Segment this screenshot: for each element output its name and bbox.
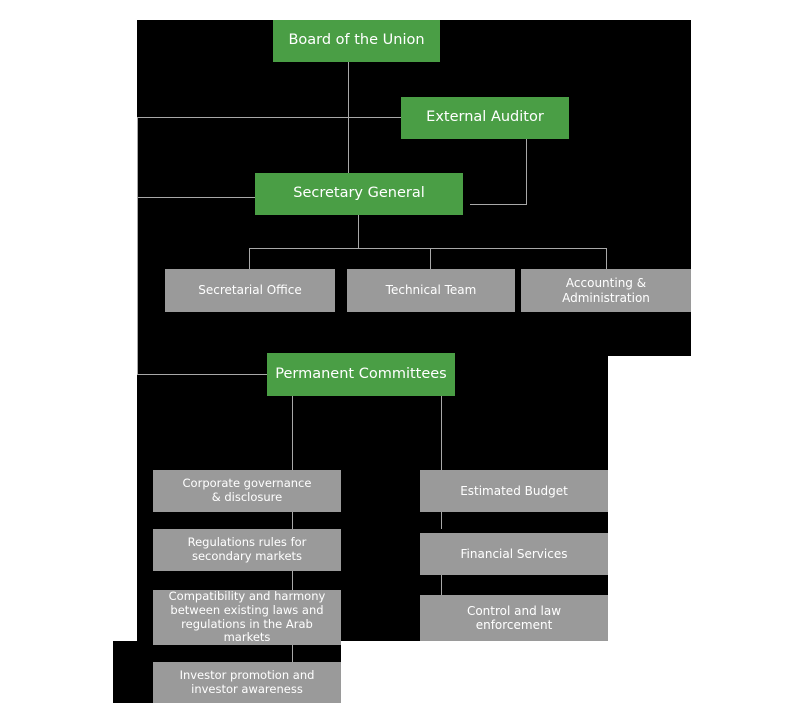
- node-secretary-general-label: Secretary General: [293, 185, 425, 202]
- node-control-law-enforcement-line2: enforcement: [475, 618, 553, 632]
- node-corporate-governance-label: Corporate governance & disclosure: [183, 477, 312, 504]
- connector-committees-right-chain-1: [441, 512, 442, 529]
- node-technical-team-label: Technical Team: [385, 283, 477, 298]
- node-accounting-administration-line1: Accounting &: [565, 276, 647, 291]
- node-corporate-governance-line1: Corporate governance: [182, 476, 312, 491]
- node-secretary-general[interactable]: Secretary General: [255, 173, 463, 215]
- node-permanent-committees-label: Permanent Committees: [275, 365, 447, 382]
- node-compatibility-harmony[interactable]: Compatibility and harmony between existi…: [153, 590, 341, 645]
- connector-committees-right-chain-2: [441, 575, 442, 595]
- node-estimated-budget[interactable]: Estimated Budget: [420, 470, 608, 512]
- node-regulations-rules[interactable]: Regulations rules for secondary markets: [153, 529, 341, 571]
- connector-left-to-permanent-committees: [137, 374, 267, 375]
- node-regulations-rules-line1: Regulations rules for: [187, 535, 307, 550]
- node-investor-promotion-line2: investor awareness: [191, 681, 303, 696]
- node-corporate-governance-line2: & disclosure: [211, 490, 283, 504]
- node-control-law-enforcement-label: Control and law enforcement: [467, 604, 561, 632]
- node-accounting-administration-label: Accounting & Administration: [562, 276, 650, 304]
- node-external-auditor[interactable]: External Auditor: [401, 97, 569, 139]
- node-permanent-committees[interactable]: Permanent Committees: [267, 353, 455, 396]
- connector-drop-accounting-administration: [606, 248, 607, 269]
- connector-secretary-stem: [358, 215, 359, 248]
- node-secretarial-office[interactable]: Secretarial Office: [165, 269, 335, 312]
- node-technical-team[interactable]: Technical Team: [347, 269, 515, 312]
- connector-committees-left-chain-3: [292, 645, 293, 662]
- connector-drop-technical-team: [430, 248, 431, 269]
- connector-committees-left-stem: [292, 396, 293, 470]
- node-secretarial-office-label: Secretarial Office: [198, 283, 302, 298]
- node-external-auditor-label: External Auditor: [426, 109, 544, 126]
- node-compatibility-harmony-label: Compatibility and harmony between existi…: [159, 590, 335, 644]
- node-financial-services[interactable]: Financial Services: [420, 533, 608, 575]
- node-investor-promotion-label: Investor promotion and investor awarenes…: [179, 667, 315, 696]
- connector-committees-left-chain-2: [292, 571, 293, 590]
- node-estimated-budget-label: Estimated Budget: [460, 483, 568, 498]
- connector-left-rail-lower: [137, 197, 138, 375]
- connector-auditor-stem: [526, 139, 527, 204]
- node-control-law-enforcement[interactable]: Control and law enforcement: [420, 595, 608, 641]
- node-investor-promotion-line1: Investor promotion and: [179, 667, 315, 682]
- node-board-of-the-union-label: Board of the Union: [288, 32, 425, 49]
- connector-board-to-auditor: [137, 117, 401, 118]
- connector-committees-right-stem: [441, 396, 442, 470]
- node-control-law-enforcement-line1: Control and law: [466, 603, 562, 618]
- node-board-of-the-union[interactable]: Board of the Union: [273, 20, 440, 62]
- connector-left-to-secretary: [137, 197, 255, 198]
- node-compatibility-harmony-line3: regulations in the Arab markets: [181, 616, 313, 645]
- connector-auditor-to-secretary: [470, 204, 527, 205]
- node-financial-services-label: Financial Services: [460, 546, 568, 561]
- node-compatibility-harmony-line2: between existing laws and: [170, 602, 324, 617]
- connector-committees-left-chain-1: [292, 512, 293, 529]
- node-accounting-administration-line2: Administration: [562, 290, 650, 305]
- connector-left-rail-upper: [137, 117, 138, 197]
- node-corporate-governance[interactable]: Corporate governance & disclosure: [153, 470, 341, 512]
- node-investor-promotion[interactable]: Investor promotion and investor awarenes…: [153, 662, 341, 703]
- node-regulations-rules-line2: secondary markets: [191, 549, 303, 563]
- node-compatibility-harmony-line1: Compatibility and harmony: [168, 589, 326, 604]
- node-accounting-administration[interactable]: Accounting & Administration: [521, 269, 691, 312]
- connector-departments-bus: [249, 248, 607, 249]
- connector-drop-secretarial-office: [249, 248, 250, 269]
- node-regulations-rules-label: Regulations rules for secondary markets: [188, 536, 307, 563]
